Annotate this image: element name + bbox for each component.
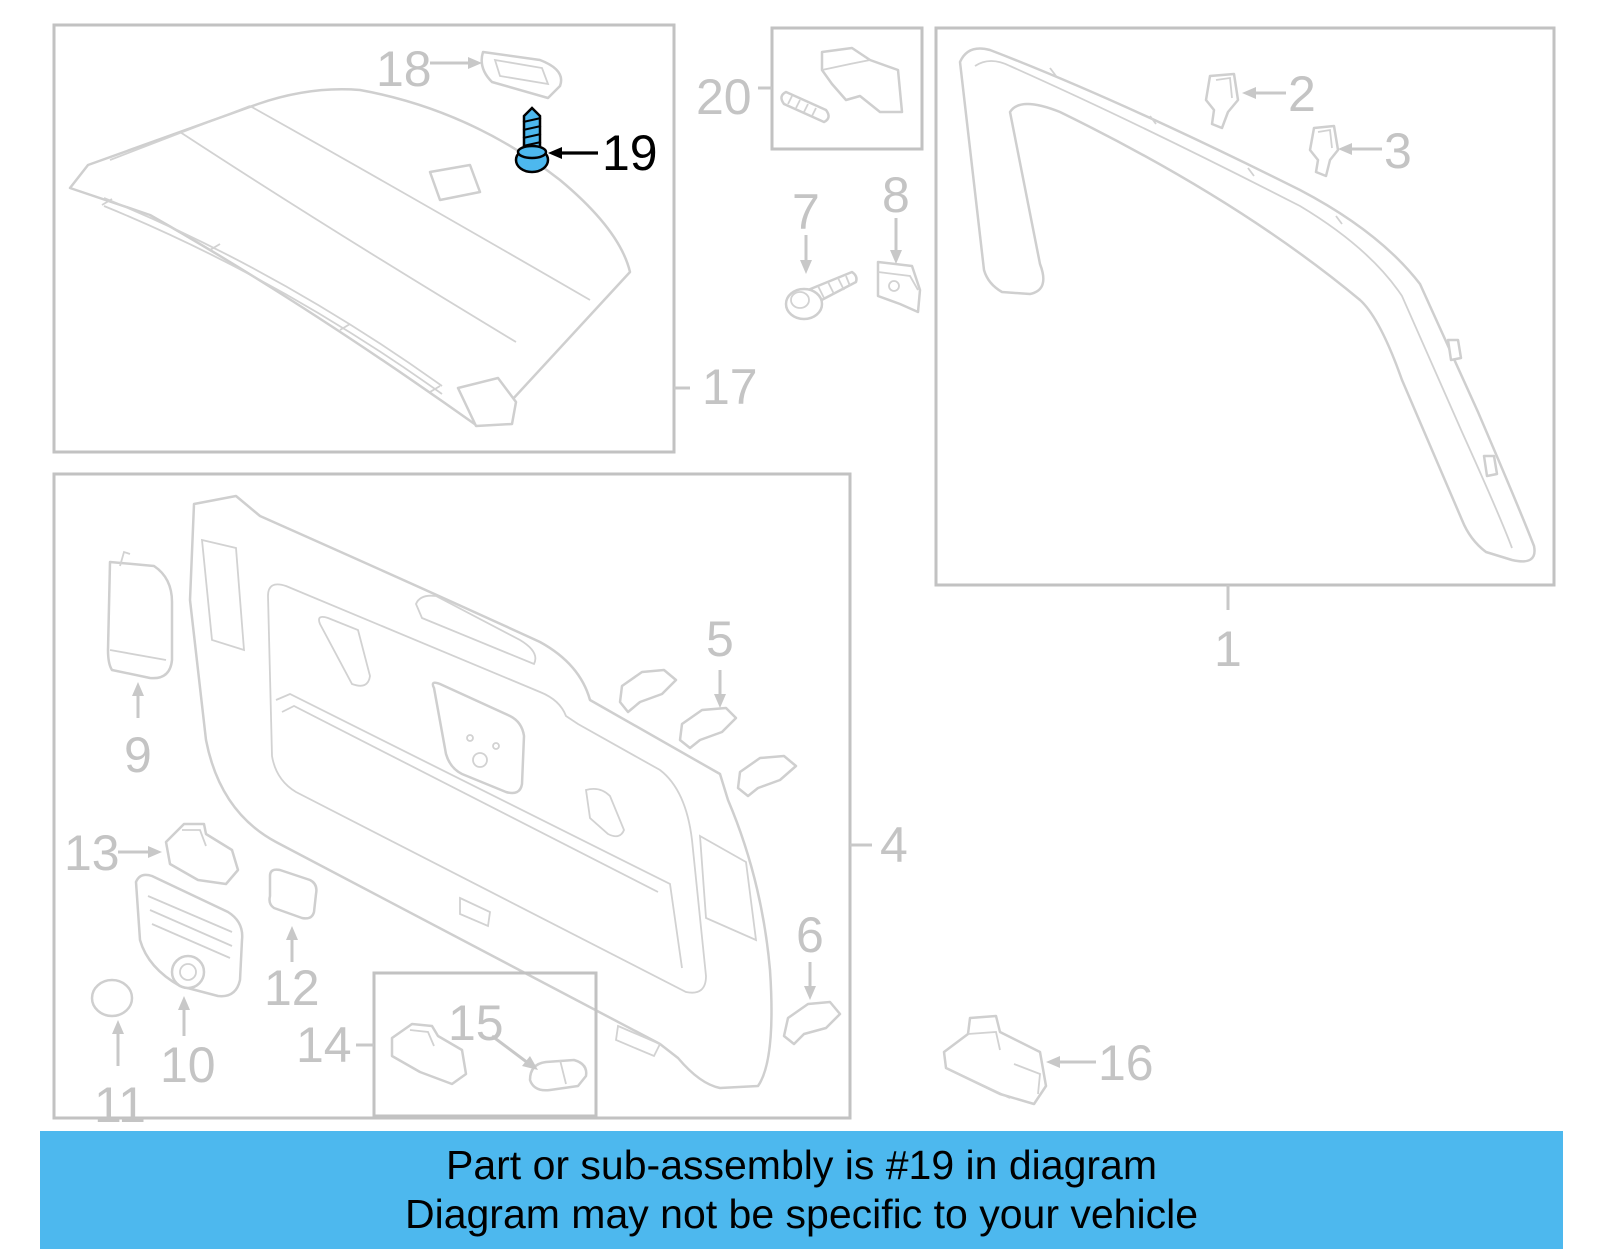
callout-13: 13 — [64, 825, 120, 881]
part-10-bezel[interactable] — [134, 873, 244, 998]
callout-9: 9 — [124, 727, 152, 783]
part-19-bolt-highlighted[interactable] — [514, 106, 550, 174]
callout-17: 17 — [702, 359, 758, 415]
callout-20: 20 — [696, 69, 752, 125]
part-7-screw[interactable] — [784, 270, 858, 321]
callout-12: 12 — [264, 960, 320, 1016]
callout-15: 15 — [448, 995, 504, 1051]
part-13-lamp[interactable] — [164, 822, 240, 886]
part-3-clip[interactable] — [1308, 124, 1340, 178]
notice-banner: Part or sub-assembly is #19 in diagram D… — [40, 1131, 1563, 1249]
callout-7: 7 — [792, 184, 820, 240]
group-box-trim-frame — [934, 26, 1556, 587]
part-12-cap[interactable] — [268, 868, 318, 920]
callout-14: 14 — [296, 1017, 352, 1073]
part-2-clip[interactable] — [1204, 72, 1240, 130]
callout-19: 19 — [602, 125, 658, 181]
cargo-cover-part[interactable] — [68, 88, 632, 428]
callout-6: 6 — [796, 907, 824, 963]
banner-line-disclaimer: Diagram may not be specific to your vehi… — [404, 1191, 1198, 1237]
group-box-cargo-cover — [52, 23, 676, 454]
group-box-liftgate-trim — [52, 472, 852, 1120]
callout-1: 1 — [1214, 621, 1242, 677]
callout-3: 3 — [1384, 123, 1412, 179]
part-16-lamp[interactable] — [942, 1014, 1048, 1106]
part-14-lamp[interactable] — [390, 1022, 468, 1086]
part-15-bulb[interactable] — [528, 1058, 588, 1092]
part-18-clip[interactable] — [480, 50, 563, 100]
part-5-clips[interactable] — [618, 668, 798, 798]
callout-4: 4 — [880, 817, 908, 873]
callout-8: 8 — [882, 167, 910, 223]
callout-10: 10 — [160, 1037, 216, 1093]
part-11-plug[interactable] — [90, 978, 134, 1018]
callout-16: 16 — [1098, 1035, 1154, 1091]
liftgate-trim-panel-part[interactable] — [188, 494, 773, 1090]
parts-diagram: 17 18 19 20 7 8 — [52, 23, 1556, 1131]
callout-11: 11 — [94, 1077, 146, 1131]
part-6-clip[interactable] — [782, 1000, 842, 1046]
callout-18: 18 — [376, 41, 432, 97]
part-8-nut-clip[interactable] — [876, 260, 922, 314]
part-20-bracket[interactable] — [780, 46, 904, 124]
callout-5: 5 — [706, 611, 734, 667]
part-9-cover[interactable] — [106, 550, 174, 680]
banner-line-part: Part or sub-assembly is #19 in diagram — [446, 1142, 1157, 1188]
callout-2: 2 — [1288, 66, 1316, 122]
trim-frame-part[interactable] — [958, 47, 1536, 563]
